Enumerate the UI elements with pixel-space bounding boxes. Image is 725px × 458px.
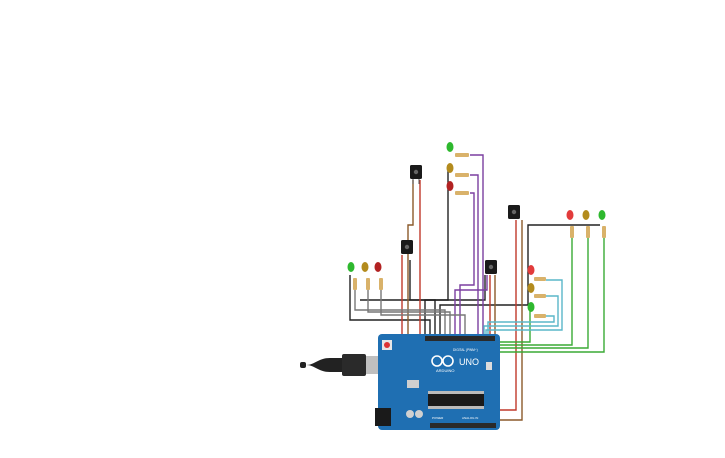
digital-header[interactable]	[425, 336, 495, 341]
chip-pins-bottom	[428, 406, 484, 409]
model-label: UNO	[459, 357, 479, 367]
analog-label: ANALOG IN	[462, 416, 478, 420]
wire-purple-2[interactable]	[470, 174, 479, 338]
resistor-icon	[586, 226, 590, 238]
wire-black-5[interactable]	[409, 260, 436, 338]
sensor-2[interactable]	[401, 240, 413, 254]
arduino-board[interactable]: ARDUINO UNO DIGITAL (PWM~) POWER ANALOG …	[378, 334, 500, 430]
capacitor-icon	[406, 410, 414, 418]
resistor-icon	[455, 153, 469, 157]
header-label: DIGITAL (PWM~)	[453, 348, 478, 352]
resistor-icon	[379, 278, 383, 290]
wire-cyan-1[interactable]	[485, 279, 563, 338]
wire-brown-1[interactable]	[407, 180, 414, 420]
wire-gray-1[interactable]	[354, 290, 446, 338]
wire-cyan-2[interactable]	[483, 295, 559, 338]
wire-green-1[interactable]	[490, 238, 573, 346]
wire-purple-3[interactable]	[459, 192, 475, 338]
wire-black-1[interactable]	[349, 275, 431, 338]
icsp-header	[486, 362, 492, 370]
wire-brown-2[interactable]	[500, 220, 523, 421]
wire-gray-3[interactable]	[380, 290, 466, 338]
capacitor-icon	[415, 410, 423, 418]
led-yellow-right-2[interactable]	[527, 283, 547, 298]
resistor-icon	[534, 277, 546, 281]
resistor-icon	[570, 226, 574, 238]
resistor-icon	[366, 278, 370, 290]
crystal-icon	[407, 380, 419, 388]
sensor-4[interactable]	[485, 260, 497, 274]
led-red-right-1[interactable]	[566, 210, 575, 238]
led-red-right-2[interactable]	[527, 265, 547, 281]
arduino-logo-icon	[431, 355, 454, 367]
resistor-icon	[455, 173, 469, 177]
led-red-top[interactable]	[446, 181, 470, 195]
led-green-top[interactable]	[446, 142, 470, 157]
usb-cable[interactable]	[300, 354, 386, 376]
wire-gray-2[interactable]	[367, 290, 451, 338]
resistor-icon	[534, 294, 546, 298]
usb-plug	[342, 354, 366, 376]
led-red-left[interactable]	[374, 262, 384, 290]
reset-button-cap	[384, 342, 390, 348]
analog-header[interactable]	[430, 423, 496, 428]
power-jack[interactable]	[375, 408, 391, 426]
power-label: POWER	[432, 416, 444, 420]
led-yellow-top[interactable]	[446, 163, 470, 177]
wire-purple-1[interactable]	[470, 154, 484, 338]
brand-label: ARDUINO	[436, 368, 454, 373]
led-green-right-1[interactable]	[598, 210, 607, 238]
wire-red-3[interactable]	[500, 220, 517, 411]
led-green-left[interactable]	[347, 262, 358, 290]
chip-pins-top	[428, 391, 484, 394]
wire-cyan-3[interactable]	[487, 315, 555, 338]
wire-purple-4[interactable]	[454, 275, 488, 338]
microcontroller-chip	[428, 394, 484, 406]
resistor-icon	[534, 314, 546, 318]
resistor-icon	[602, 226, 606, 238]
resistor-icon	[353, 278, 357, 290]
wire-black-6[interactable]	[360, 275, 486, 301]
sensor-1[interactable]	[410, 165, 422, 184]
sensors	[401, 165, 520, 274]
wire-black-3[interactable]	[527, 224, 600, 228]
led-yellow-left[interactable]	[361, 262, 371, 290]
led-yellow-right-1[interactable]	[582, 210, 591, 238]
wire-black-4[interactable]	[439, 228, 529, 338]
resistor-icon	[455, 191, 469, 195]
led-green-right-2[interactable]	[527, 302, 547, 318]
wire-green-2[interactable]	[492, 238, 589, 349]
wire-green-3[interactable]	[494, 238, 605, 353]
sensor-3[interactable]	[508, 205, 520, 219]
